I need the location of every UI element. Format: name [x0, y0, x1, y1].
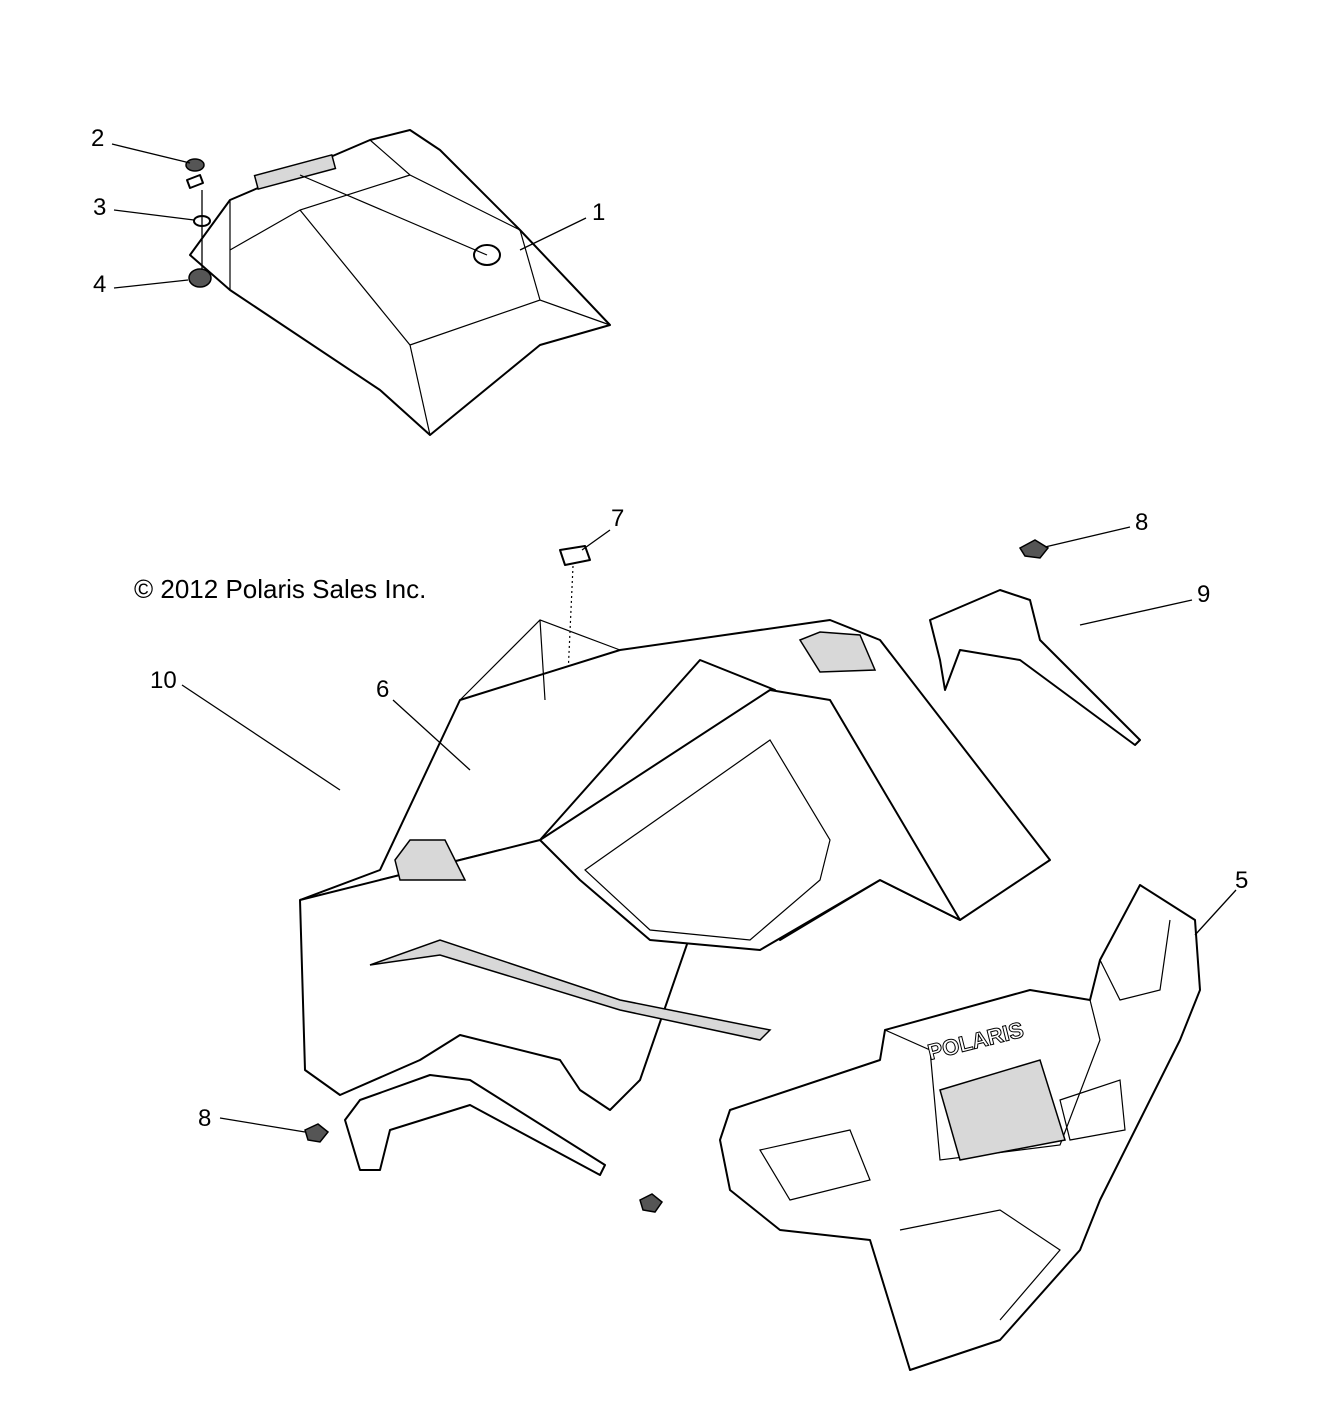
part-5-front-grille: POLARIS — [719, 884, 1201, 1371]
callout-8-top: 8 — [1135, 509, 1148, 536]
callout-2: 2 — [91, 125, 104, 152]
part-8-push-rivet-top — [1018, 539, 1050, 559]
callout-9: 9 — [1197, 581, 1210, 608]
copyright-text: © 2012 Polaris Sales Inc. — [134, 574, 426, 604]
part-6-body — [299, 619, 1051, 1111]
callout-7: 7 — [611, 505, 624, 532]
part-4-grommet — [188, 268, 212, 288]
part-1-hood-cover — [189, 129, 611, 436]
callout-4: 4 — [93, 271, 106, 298]
part-10-trim — [344, 1074, 606, 1176]
leader-lines — [111, 143, 1237, 1133]
callout-3: 3 — [93, 194, 106, 221]
callout-8-bottom: 8 — [198, 1105, 211, 1132]
callout-1: 1 — [592, 199, 605, 226]
callout-5: 5 — [1235, 867, 1248, 894]
part-9-trim — [929, 589, 1141, 746]
part-2-fastener — [185, 158, 205, 189]
callout-10: 10 — [150, 667, 177, 694]
part-8-push-rivet-extra — [639, 1193, 664, 1213]
part-8-push-rivet-bottom — [304, 1123, 330, 1143]
callout-6: 6 — [376, 676, 389, 703]
